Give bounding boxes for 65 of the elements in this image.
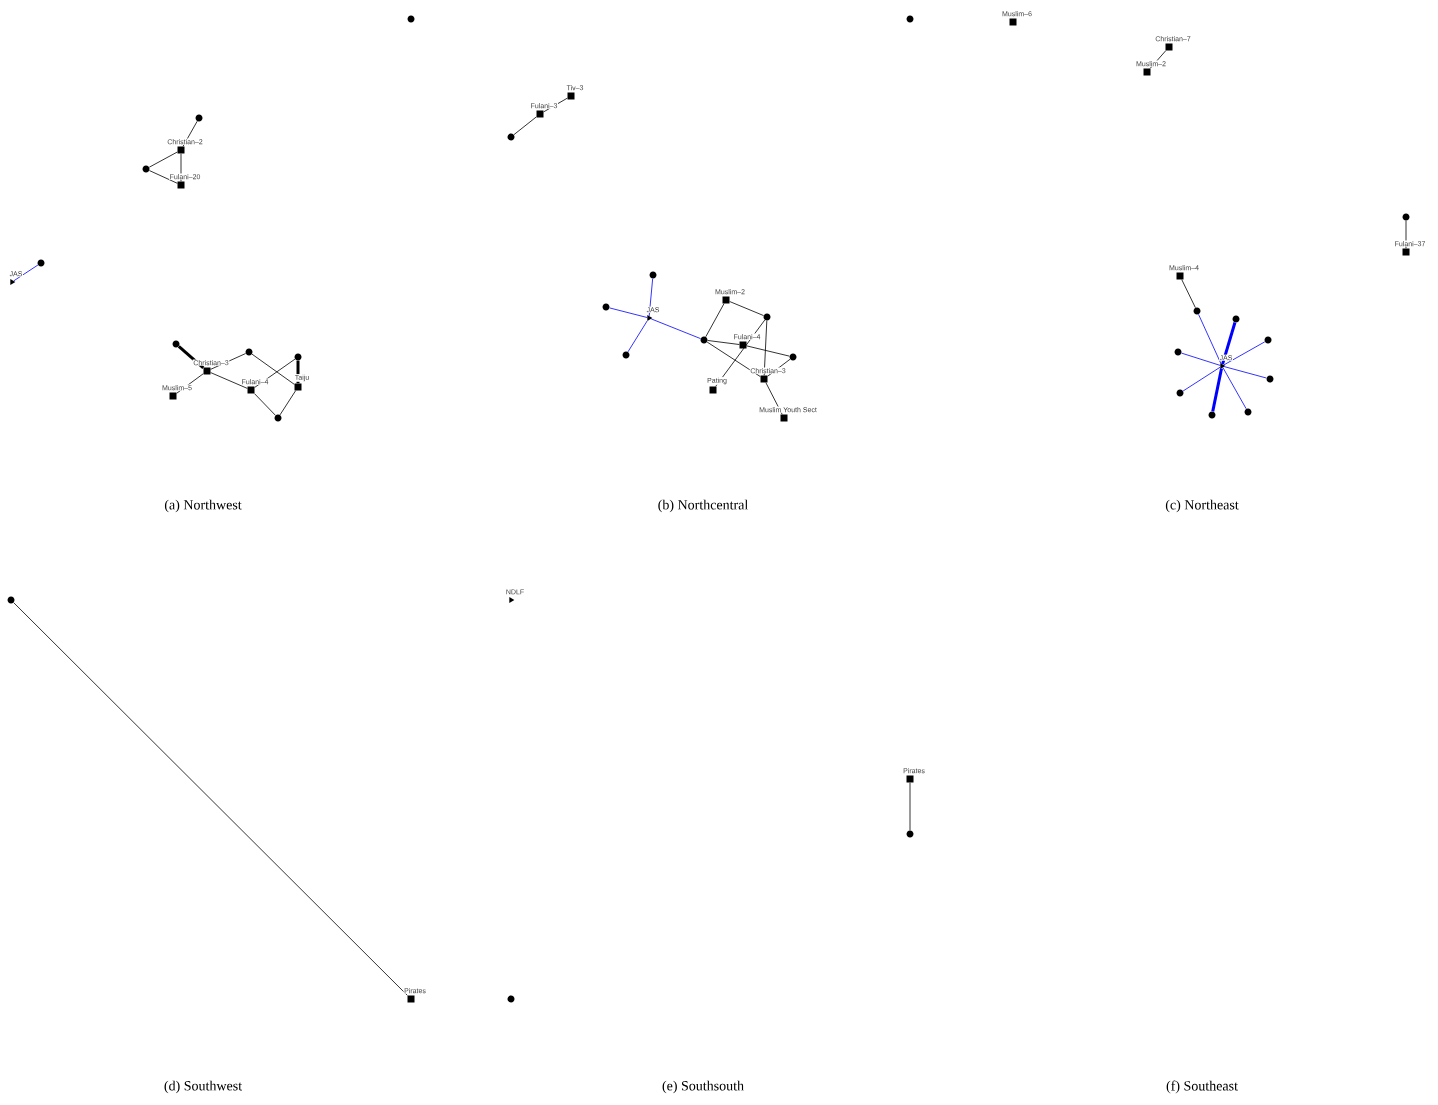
edge-line (148, 170, 178, 184)
edge-line (763, 320, 768, 376)
edge-line (648, 278, 654, 317)
square-marker (247, 386, 255, 394)
edge-line (1223, 341, 1266, 366)
square-marker (1143, 68, 1151, 76)
edge-line (513, 116, 537, 136)
panel-caption: (a) Northwest (164, 499, 242, 513)
square-marker (536, 110, 544, 118)
edge-line (148, 151, 178, 168)
edge-line (1222, 367, 1247, 410)
edge-line (1224, 366, 1267, 379)
square-marker (177, 181, 185, 189)
edge-line (1182, 366, 1221, 392)
edge-line (706, 341, 761, 377)
triangle-marker (647, 315, 653, 321)
square-marker (906, 775, 914, 783)
triangle-marker (10, 279, 16, 285)
edge-line (180, 153, 182, 182)
square-marker (294, 383, 302, 391)
edge-line (177, 345, 205, 369)
edge-line (609, 307, 648, 318)
square-marker (203, 367, 211, 375)
panel-caption: (b) Northcentral (658, 499, 748, 513)
edge-line (1221, 322, 1237, 365)
edge-line (182, 120, 198, 147)
edge-line (627, 320, 648, 353)
square-marker (722, 296, 730, 304)
edge-line (705, 303, 725, 338)
square-marker (709, 386, 717, 394)
panel-caption: (e) Southsouth (662, 1080, 744, 1094)
square-marker (567, 92, 575, 100)
edge-line (746, 345, 790, 357)
edge-line (296, 360, 300, 384)
square-marker (177, 146, 185, 154)
edge-line (13, 264, 39, 282)
edge-line (650, 318, 701, 339)
square-marker (1009, 18, 1017, 26)
square-marker (780, 414, 788, 422)
square-marker (1402, 248, 1410, 256)
square-marker (1176, 272, 1184, 280)
triangle-marker (1220, 363, 1226, 369)
square-marker (407, 995, 415, 1003)
edge-line (707, 340, 740, 345)
edge-line (1181, 279, 1196, 309)
edge-line (1405, 220, 1407, 249)
edge-line (909, 782, 911, 831)
edge-line (210, 372, 248, 389)
edge-line (1181, 352, 1221, 366)
triangle-marker (509, 597, 515, 603)
panel-caption: (c) Northeast (1165, 499, 1239, 513)
edge-line (729, 301, 764, 316)
edge-line (1198, 313, 1222, 364)
edge-line (279, 390, 296, 416)
panel-caption: (f) Southeast (1166, 1080, 1238, 1094)
edge-line (1211, 368, 1223, 412)
square-marker (1165, 43, 1173, 51)
square-marker (169, 392, 177, 400)
square-marker (739, 341, 747, 349)
square-marker (760, 375, 768, 383)
edge-line (13, 602, 408, 996)
edge-line (765, 382, 783, 415)
panel-caption: (d) Southwest (164, 1080, 242, 1094)
edge-line (715, 319, 766, 387)
edge-line (254, 393, 276, 416)
